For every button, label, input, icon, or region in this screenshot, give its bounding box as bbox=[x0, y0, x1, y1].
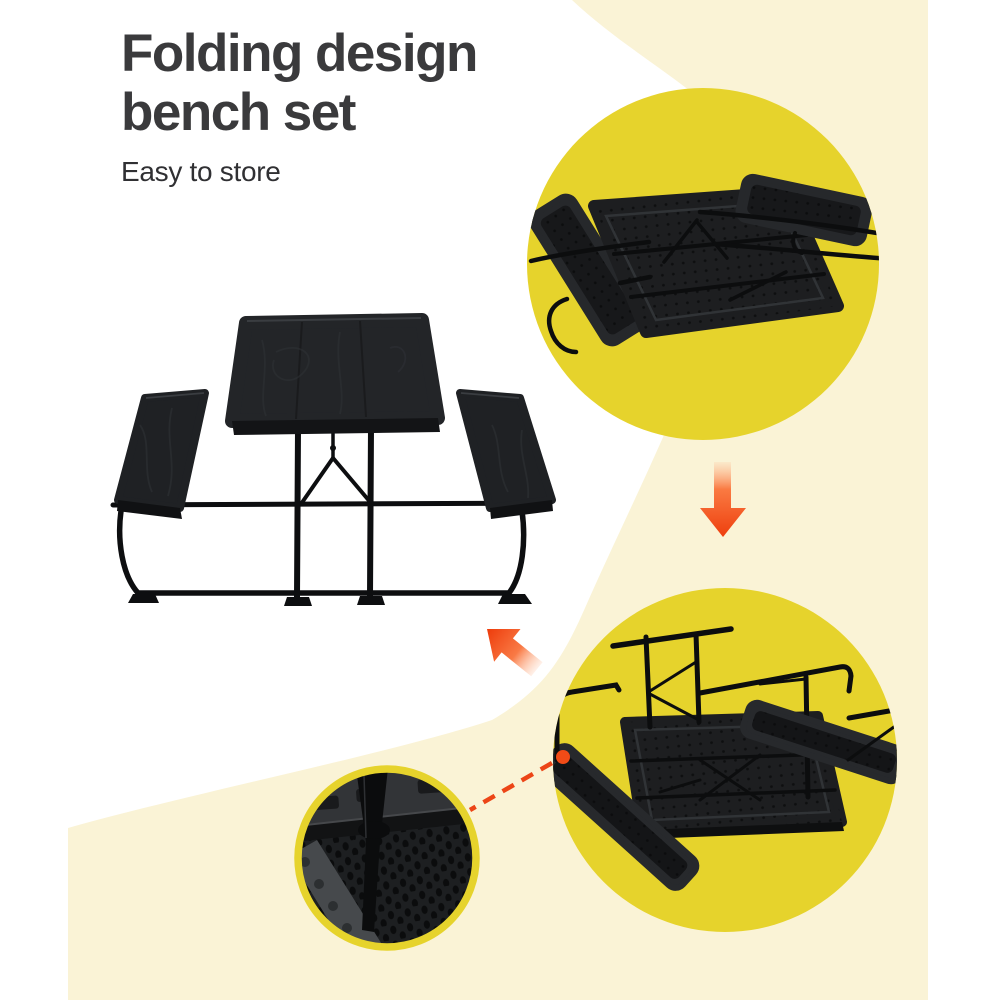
main-product-photo bbox=[110, 313, 556, 606]
title-block: Folding design bench set Easy to store bbox=[121, 24, 478, 188]
step-circle-folded bbox=[527, 88, 879, 440]
arrow-up-left-icon bbox=[487, 629, 543, 677]
title-line-2: bench set bbox=[121, 83, 356, 142]
title-line-1: Folding design bbox=[121, 24, 478, 83]
page-subtitle: Easy to store bbox=[121, 156, 281, 187]
page-title: Folding design bench set bbox=[121, 24, 478, 142]
step-circle-unfolded bbox=[553, 588, 897, 932]
dashed-callout-line bbox=[468, 761, 554, 812]
detail-closeup-photo bbox=[301, 772, 473, 944]
folded-set-photo bbox=[528, 173, 879, 355]
detail-circle bbox=[294, 765, 480, 951]
detail-circle-ring bbox=[294, 765, 480, 951]
unfolding-set-photo bbox=[553, 626, 897, 891]
arrow-down-icon bbox=[700, 462, 746, 537]
callout-dot-icon bbox=[556, 750, 570, 764]
